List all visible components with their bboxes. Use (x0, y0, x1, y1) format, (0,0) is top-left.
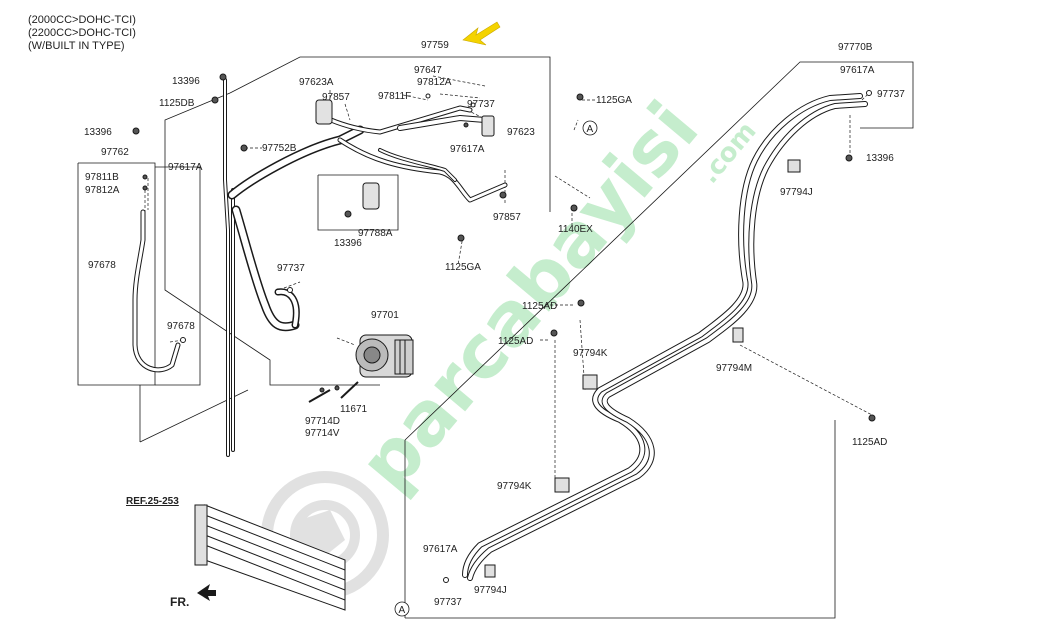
callout-a-bottom: A (394, 601, 410, 617)
condenser-icon (194, 504, 346, 611)
label-front: FR. (170, 595, 189, 609)
outline-97762-ext (155, 166, 201, 386)
label-97794k-b: 97794K (497, 481, 532, 492)
label-97714v: 97714V (305, 428, 340, 439)
bracket-97794k-b-icon (554, 477, 570, 493)
label-13396-b: 13396 (84, 127, 112, 138)
svg-text:A: A (587, 124, 594, 135)
label-97811f: 97811F (378, 91, 411, 102)
header-engine-2000cc: (2000CC>DOHC-TCI) (28, 14, 136, 26)
label-11671: 11671 (340, 404, 368, 415)
label-97759: 97759 (421, 40, 449, 51)
label-97678-b: 97678 (167, 321, 195, 332)
part-labels: 97759 97647 97812A 97811F 97623A 97857 9… (84, 40, 905, 609)
label-1125ad-a: 1125AD (522, 301, 557, 312)
label-1125ga-bot: 1125GA (445, 262, 481, 273)
svg-text:A: A (399, 605, 406, 616)
label-97794m: 97794M (716, 363, 752, 374)
valve-97623-icon (481, 115, 495, 137)
label-1125ad-b: 1125AD (498, 336, 533, 347)
o-ring-icons (180, 90, 872, 583)
label-ref-25-253: REF.25-253 (126, 496, 179, 507)
label-1125ad-c: 1125AD (852, 437, 887, 448)
label-97737-top: 97737 (467, 99, 495, 110)
label-97647: 97647 (414, 65, 442, 76)
components (132, 73, 876, 611)
label-97857-top: 97857 (322, 92, 350, 103)
outline-97770b-frame (404, 61, 914, 441)
label-97737-right: 97737 (877, 89, 905, 100)
label-97617a-right: 97617A (840, 65, 875, 76)
label-13396-a: 13396 (172, 76, 200, 87)
label-97812a-top: 97812A (417, 77, 452, 88)
label-97737-mid: 97737 (277, 263, 305, 274)
callout-a-top: A (582, 120, 598, 136)
label-13396-c: 13396 (334, 238, 362, 249)
label-97794j-bot: 97794J (474, 585, 507, 596)
label-97770b: 97770B (838, 42, 873, 53)
highlight-arrow-icon (462, 21, 501, 46)
label-97623: 97623 (507, 127, 535, 138)
label-97762: 97762 (101, 147, 129, 158)
group-outlines (77, 56, 914, 619)
watermark-text: parcabayisi (343, 86, 715, 507)
label-1125ga-top: 1125GA (596, 95, 632, 106)
label-97701: 97701 (371, 310, 399, 321)
label-97794j-top: 97794J (780, 187, 813, 198)
label-97714d: 97714D (305, 416, 340, 427)
header-engine-2200cc: (2200CC>DOHC-TCI) (28, 27, 136, 39)
outline-97759-frame (229, 56, 551, 212)
label-97788a: 97788A (358, 228, 393, 239)
pipes (132, 78, 868, 581)
label-97617a-bot: 97617A (423, 544, 458, 555)
label-97617a-left: 97617A (168, 162, 203, 173)
pipe-97678 (132, 209, 181, 373)
label-1125db: 1125DB (159, 98, 195, 109)
bracket-97794m-icon (732, 327, 744, 343)
bracket-97794k-a-icon (582, 374, 598, 390)
label-97737-bot: 97737 (434, 597, 462, 608)
label-97794k-a: 97794K (573, 348, 608, 359)
compressor-icon (355, 334, 414, 378)
label-97752b: 97752B (262, 143, 297, 154)
outline-97759-left (164, 92, 380, 386)
label-13396-d: 13396 (866, 153, 894, 164)
clamp-97623a-icon (315, 99, 333, 125)
outline-97770b-bottom (405, 420, 836, 619)
label-97857-bot: 97857 (493, 212, 521, 223)
outline-inner-box (317, 174, 399, 231)
bracket-97788a-icon (362, 182, 380, 210)
bracket-97794j-bot-icon (484, 564, 496, 578)
label-97811b: 97811B (85, 172, 119, 183)
label-97678-a: 97678 (88, 260, 116, 271)
front-arrow-icon (197, 584, 216, 601)
label-97812a-left: 97812A (85, 185, 120, 196)
bracket-97794j-top-icon (787, 159, 801, 173)
label-1140ex: 1140EX (558, 224, 593, 235)
bolt-icons (132, 73, 876, 422)
outline-97762-box (77, 162, 156, 386)
header-built-in-type: (W/BUILT IN TYPE) (28, 40, 125, 52)
label-97617a-mid: 97617A (450, 144, 485, 155)
label-97623a: 97623A (299, 77, 334, 88)
